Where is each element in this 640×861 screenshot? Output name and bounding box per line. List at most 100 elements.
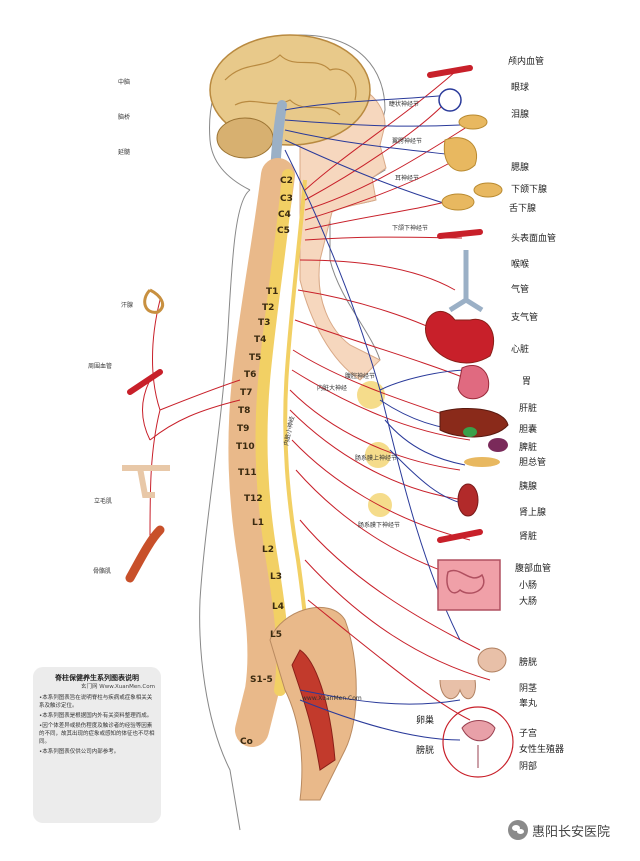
submandibular-shape [473, 182, 503, 198]
vert-t1: T1 [266, 287, 279, 297]
brain [209, 34, 371, 146]
label-adrenal: 肾上腺 [519, 508, 547, 518]
label-female-genital: 女性生殖器 [519, 745, 565, 755]
label-midbrain: 中脑 [118, 79, 131, 86]
label-bladder: 膀胱 [519, 658, 538, 668]
watermark: 惠阳长安医院 [508, 818, 610, 842]
label-bronchus: 支气管 [511, 313, 539, 323]
vert-c4: C4 [278, 210, 291, 220]
male-genital-shape [439, 679, 476, 700]
url-text: www.XuanMen.Com [302, 695, 362, 702]
face-vessel-shape [437, 229, 483, 239]
vert-l3: L3 [270, 572, 282, 582]
label-submandibular: 下颌下腺 [511, 185, 548, 195]
label-kidney: 肾脏 [519, 532, 538, 542]
bladder-shape [477, 647, 507, 673]
kidney-shape [457, 483, 479, 517]
inferior-mesenteric-disk [368, 493, 392, 517]
label-pancreas: 胰腺 [519, 482, 538, 492]
vert-l4: L4 [272, 602, 284, 612]
label-liver: 肝脏 [519, 404, 538, 414]
note-item-1: •本系列图表旨在说明脊柱与疾病或症象相关关系及触诊定位。 [39, 695, 153, 709]
vert-t4: T4 [254, 335, 267, 345]
vert-t5: T5 [249, 353, 262, 363]
spinal-column [228, 158, 295, 747]
trachea-shape [448, 250, 484, 313]
label-bile-duct: 胆总管 [519, 458, 547, 468]
uterus-shape [461, 720, 496, 768]
cerebellum [216, 117, 274, 159]
label-vagina: 阴部 [519, 762, 538, 772]
vert-co: Co [240, 737, 253, 747]
label-eyeball: 眼球 [511, 83, 530, 93]
label-submandibular-ganglion: 下颌下神经节 [392, 225, 429, 232]
vert-c5: C5 [277, 226, 290, 236]
label-lacrimal: 泪腺 [511, 110, 530, 120]
female-organs-circle [442, 706, 514, 778]
abdominal-vessel-shape [437, 529, 483, 543]
label-spleen: 脾脏 [519, 443, 538, 453]
vert-t10: T10 [236, 442, 255, 452]
label-ovary: 卵巢 [416, 716, 435, 726]
vert-l1: L1 [252, 518, 264, 528]
label-testis: 睾丸 [519, 699, 538, 709]
psoas-muscle [291, 649, 336, 771]
vert-t11: T11 [238, 468, 257, 478]
label-small-intestine: 小肠 [519, 581, 538, 591]
note-box: 脊柱保健养生系列图表说明 玄门网 Www.XuanMen.Com •本系列图表旨… [33, 667, 161, 823]
vert-l5: L5 [270, 630, 282, 640]
label-skeletal-muscle: 骨骼肌 [93, 568, 112, 575]
eyeball-shape [438, 88, 462, 112]
peripheral-vessel-shape [127, 369, 163, 395]
vert-t8: T8 [238, 406, 251, 416]
spinal-cord [255, 169, 294, 696]
intestine-shape [437, 559, 501, 611]
label-medulla: 延髓 [118, 149, 131, 156]
label-pons: 脑桥 [118, 114, 131, 121]
vert-c3: C3 [280, 194, 293, 204]
vert-t12: T12 [244, 494, 263, 504]
label-superior-mesenteric: 肠系膜上神经节 [355, 455, 398, 462]
label-celiac-ganglion: 腹腔神经节 [345, 373, 376, 380]
lacrimal-shape [458, 114, 488, 130]
stomach-shape [457, 365, 490, 400]
cranial-vessel-shape [427, 65, 473, 78]
label-peripheral-vessel: 周围血管 [88, 363, 113, 370]
note-title: 脊柱保健养生系列图表说明 [55, 674, 139, 682]
label-large-intestine: 大肠 [519, 597, 538, 607]
label-pterygopalatine-ganglion: 翼腭神经节 [392, 138, 423, 145]
label-heart: 心脏 [511, 345, 530, 355]
vert-c2: C2 [280, 176, 293, 186]
label-ciliary-ganglion: 睫状神经节 [389, 101, 420, 108]
label-throat: 喉喉 [511, 260, 530, 270]
wechat-icon [508, 820, 528, 840]
superior-mesenteric-disk [365, 442, 391, 468]
spleen-shape [488, 438, 508, 452]
vert-t3: T3 [258, 318, 271, 328]
skeletal-muscle-shape [125, 525, 165, 583]
label-penis: 阴茎 [519, 684, 538, 694]
watermark-text: 惠阳长安医院 [532, 824, 611, 840]
gallbladder-shape [463, 427, 477, 437]
sweat-gland-shape [143, 288, 164, 314]
note-item-4: •本系列图表仅供公司内部参考。 [39, 749, 120, 755]
arrector-pili-shape [122, 465, 170, 498]
label-face-vessel: 头表面血管 [511, 234, 557, 244]
label-cranial-vessel: 颅内血管 [508, 57, 545, 67]
note-author: 玄门网 Www.XuanMen.Com [81, 684, 155, 690]
vert-t2: T2 [262, 303, 275, 313]
vert-l2: L2 [262, 545, 274, 555]
label-uterus: 子宫 [519, 729, 538, 739]
celiac-ganglion-disk [357, 381, 385, 409]
label-stomach: 胃 [522, 377, 532, 387]
label-sweat-gland: 汗腺 [121, 302, 134, 309]
label-sublingual: 舌下腺 [509, 204, 537, 214]
note-item-3: •因个体差异或损伤程度及触诊者的经验等因素的不同，故其出现的症象或感知的体征也不… [39, 723, 155, 745]
label-trachea: 气管 [511, 285, 530, 295]
label-bladder-female: 膀胱 [416, 746, 435, 756]
pancreas-shape [464, 457, 500, 467]
label-inferior-mesenteric: 肠系膜下神经节 [358, 522, 401, 529]
vert-t7: T7 [240, 388, 253, 398]
